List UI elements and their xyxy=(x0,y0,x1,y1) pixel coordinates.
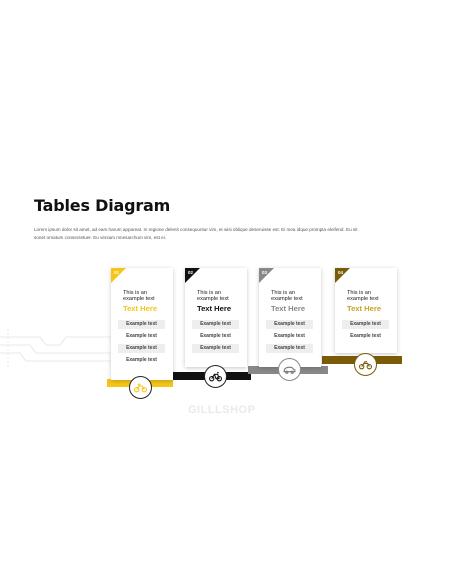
bicycle-icon-circle xyxy=(204,365,227,388)
card-item: Example text xyxy=(266,344,313,353)
card-corner xyxy=(259,268,274,283)
card-number: 04 xyxy=(338,270,344,275)
motorbike-icon-circle xyxy=(354,353,377,376)
card-item: Example text xyxy=(126,357,157,363)
table-card-3: 03 This is an example text Text Here Exa… xyxy=(259,268,321,367)
card-headline: Text Here xyxy=(271,304,306,313)
card-headline: Text Here xyxy=(197,304,232,313)
card-headline: Text Here xyxy=(123,304,158,313)
card-number: 03 xyxy=(262,270,268,275)
card-description: This is an example text xyxy=(271,290,303,303)
body-paragraph: Lorem ipsum dolor sit amet, ad eam harum… xyxy=(34,227,358,241)
card-corner xyxy=(111,268,126,283)
car-icon xyxy=(283,366,296,374)
card-description-line: example text xyxy=(123,296,155,303)
card-description-line: This is an xyxy=(347,290,371,296)
card-corner xyxy=(185,268,200,283)
card-item: Example text xyxy=(274,333,305,339)
card-item: Example text xyxy=(192,344,239,353)
card-description-line: This is an xyxy=(271,290,295,296)
card-item: Example text xyxy=(266,320,313,329)
card-description-line: This is an xyxy=(197,290,221,296)
card-description: This is an example text xyxy=(197,290,229,303)
car-icon-circle xyxy=(278,358,301,381)
card-description-line: example text xyxy=(271,296,303,303)
card-number: 01 xyxy=(114,270,120,275)
motorcycle-icon-circle xyxy=(129,376,152,399)
card-description: This is an example text xyxy=(347,290,379,303)
table-card-1: 01 This is an example text Text Here Exa… xyxy=(111,268,173,380)
motorcycle-icon xyxy=(134,383,147,393)
card-item: Example text xyxy=(342,320,389,329)
card-description-line: example text xyxy=(347,296,379,303)
table-card-4: 04 This is an example text Text Here Exa… xyxy=(335,268,397,353)
table-card-2: 02 This is an example text Text Here Exa… xyxy=(185,268,247,367)
slide-title: Tables Diagram xyxy=(34,196,171,215)
card-description: This is an example text xyxy=(123,290,155,303)
card-item: Example text xyxy=(118,344,165,353)
card-number: 02 xyxy=(188,270,194,275)
card-item: Example text xyxy=(200,333,231,339)
card-item: Example text xyxy=(192,320,239,329)
card-corner xyxy=(335,268,350,283)
motorbike-icon xyxy=(359,361,372,370)
card-item: Example text xyxy=(126,333,157,339)
card-item: Example text xyxy=(350,333,381,339)
bicycle-icon xyxy=(209,372,222,382)
card-description-line: example text xyxy=(197,296,229,303)
card-description-line: This is an xyxy=(123,290,147,296)
watermark: GILLLSHOP xyxy=(188,404,256,416)
decorative-lines xyxy=(0,329,118,369)
card-item: Example text xyxy=(118,320,165,329)
card-headline: Text Here xyxy=(347,304,382,313)
